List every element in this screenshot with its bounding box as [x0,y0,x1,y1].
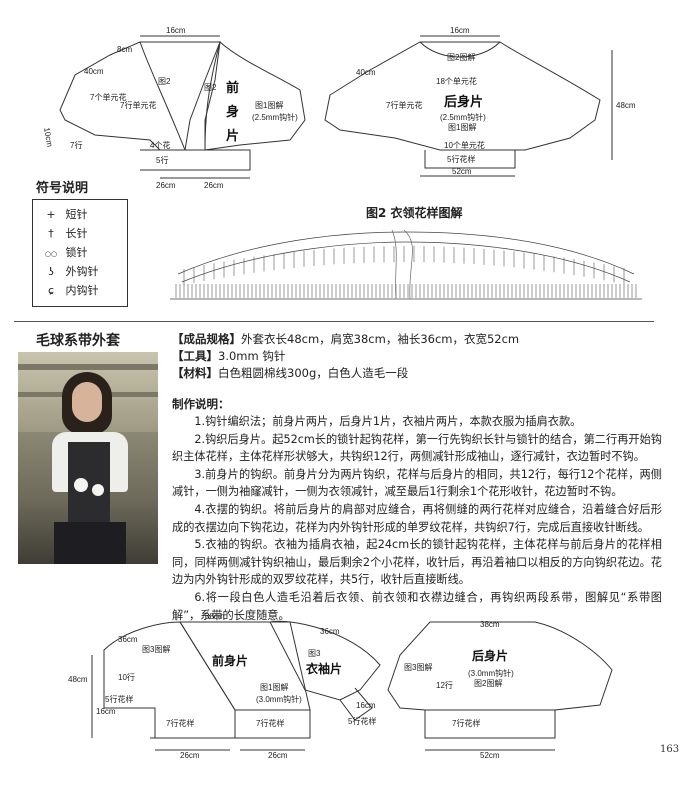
double-crochet-icon: † [48,227,54,240]
svg-text:18个单元花: 18个单元花 [436,76,477,86]
svg-text:52cm: 52cm [452,167,472,176]
svg-text:48cm: 48cm [68,675,88,684]
spec-size: 【成品规格】外套衣长48cm，肩宽38cm，袖长36cm，衣宽52cm [172,332,520,346]
svg-text:12行: 12行 [436,680,453,690]
svg-text:图1图解: 图1图解 [448,122,476,132]
svg-text:8cm: 8cm [117,45,132,54]
step-6: 6.将一段白色人造毛沿着后衣领、前衣领和衣襟边缝合，再钩织两段系带，图解见“系带… [172,590,662,622]
svg-text:图1图解: 图1图解 [260,682,288,692]
svg-text:图2图解: 图2图解 [447,52,475,62]
svg-text:16cm: 16cm [450,26,470,35]
legend-item-single-crochet: + 短针 [40,206,87,222]
svg-text:(2.5mm钩针): (2.5mm钩针) [440,112,486,122]
legend-title: 符号说明 [36,181,89,196]
svg-text:(2.5mm钩针): (2.5mm钩针) [252,112,298,122]
method-title: 制作说明： [172,397,230,411]
svg-text:26cm: 26cm [156,181,176,190]
bottom-pattern-diagram: 38cm 36cm 图3图解 10行 5行花样 16cm 48cm 前身片 图1… [68,612,613,760]
svg-text:后身片: 后身片 [444,94,483,109]
svg-text:图3: 图3 [308,649,321,658]
svg-text:图2: 图2 [204,83,217,92]
front-post-icon: ʖ [48,265,54,278]
svg-text:图2图解: 图2图解 [474,678,502,688]
svg-text:图1图解: 图1图解 [255,100,283,110]
step-3: 3.前身片的钩织。前身片分为两片钩织，花样与后身片的相同，共12行，每行12个花… [172,467,662,499]
svg-text:(3.0mm钩针): (3.0mm钩针) [468,668,514,678]
svg-text:图3图解: 图3图解 [404,662,432,672]
svg-text:16cm: 16cm [96,707,116,716]
svg-text:7行花样: 7行花样 [452,718,480,728]
step-2: 2.钩织后身片。起52cm长的锁针起钩花样，第一行先钩织长针与锁针的结合，第二行… [172,432,662,464]
legend-item-double-crochet: † 长针 [40,225,87,241]
step-5: 5.衣袖的钩织。衣袖为插肩衣袖，起24cm长的锁针起钩花样，主体花样与前后身片的… [172,538,662,587]
svg-text:38cm: 38cm [205,612,225,621]
legend-item-chain: ○○ 锁针 [40,244,88,260]
svg-text:后身片: 后身片 [472,648,508,663]
legend-item-back-post: ɕ 内钩针 [40,282,99,298]
svg-text:40cm: 40cm [356,68,376,77]
svg-text:前: 前 [226,80,239,95]
svg-text:片: 片 [226,128,239,143]
spec-tool: 【工具】3.0mm 钩针 [172,349,286,363]
svg-text:图3图解: 图3图解 [142,644,170,654]
svg-text:40cm: 40cm [84,67,104,76]
svg-text:48cm: 48cm [616,101,636,110]
step-1: 1.钩针编织法；前身片两片，后身片1片，衣袖片两片，本款衣服为插肩衣款。 [194,415,582,428]
svg-text:26cm: 26cm [204,181,224,190]
svg-text:4个花: 4个花 [150,140,170,150]
svg-text:7行花样: 7行花样 [166,718,194,728]
svg-text:7行: 7行 [70,140,82,150]
model-photo [18,352,158,564]
svg-text:图2: 图2 [158,77,171,86]
step-4: 4.衣摆的钩织。将前后身片的肩部对应缝合，再将侧缝的两行花样对应缝合，沿着缝合好… [172,502,662,534]
svg-text:5行: 5行 [156,155,168,165]
svg-text:7个单元花: 7个单元花 [90,92,126,102]
svg-text:5行花样: 5行花样 [105,694,133,704]
svg-text:52cm: 52cm [480,751,500,760]
collar-stitch-chart [170,229,642,300]
top-pattern-diagram: 16cm 8cm 40cm 7个单元花 7行单元花 10cm 7行 图2 图2 … [42,26,636,190]
chain-icon: ○○ [44,250,58,258]
svg-text:10个单元花: 10个单元花 [444,140,485,150]
svg-text:5行花样: 5行花样 [447,154,475,164]
svg-text:38cm: 38cm [480,620,500,629]
svg-text:26cm: 26cm [180,751,200,760]
instruction-steps: 1.钩针编织法；前身片两片，后身片1片，衣袖片两片，本款衣服为插肩衣款。 2.钩… [172,413,662,624]
svg-text:36cm: 36cm [320,627,340,636]
svg-text:16cm: 16cm [356,701,376,710]
svg-text:身: 身 [226,104,239,119]
svg-text:前身片: 前身片 [212,653,248,668]
svg-text:(3.0mm钩针): (3.0mm钩针) [256,694,302,704]
collar-figure-title: 图2 衣领花样图解 [366,206,463,220]
svg-text:26cm: 26cm [268,751,288,760]
section-divider [14,321,654,322]
article-title: 毛球系带外套 [36,333,120,349]
svg-text:10行: 10行 [118,672,135,682]
svg-text:5行花样: 5行花样 [348,716,376,726]
svg-text:36cm: 36cm [118,635,138,644]
svg-text:衣袖片: 衣袖片 [306,661,342,676]
single-crochet-icon: + [46,208,56,221]
legend-box [32,199,128,307]
svg-text:7行单元花: 7行单元花 [120,100,156,110]
svg-text:10cm: 10cm [42,127,54,148]
svg-text:7行花样: 7行花样 [256,718,284,728]
top-front-neck-width: 16cm [166,26,186,35]
legend-item-front-post: ʖ 外钩针 [40,263,98,279]
svg-text:7行单元花: 7行单元花 [386,100,422,110]
spec-material: 【材料】白色粗圆棉线300g，白色人造毛一段 [172,366,409,380]
back-post-icon: ɕ [47,284,55,297]
page-number: 163 [660,744,680,755]
